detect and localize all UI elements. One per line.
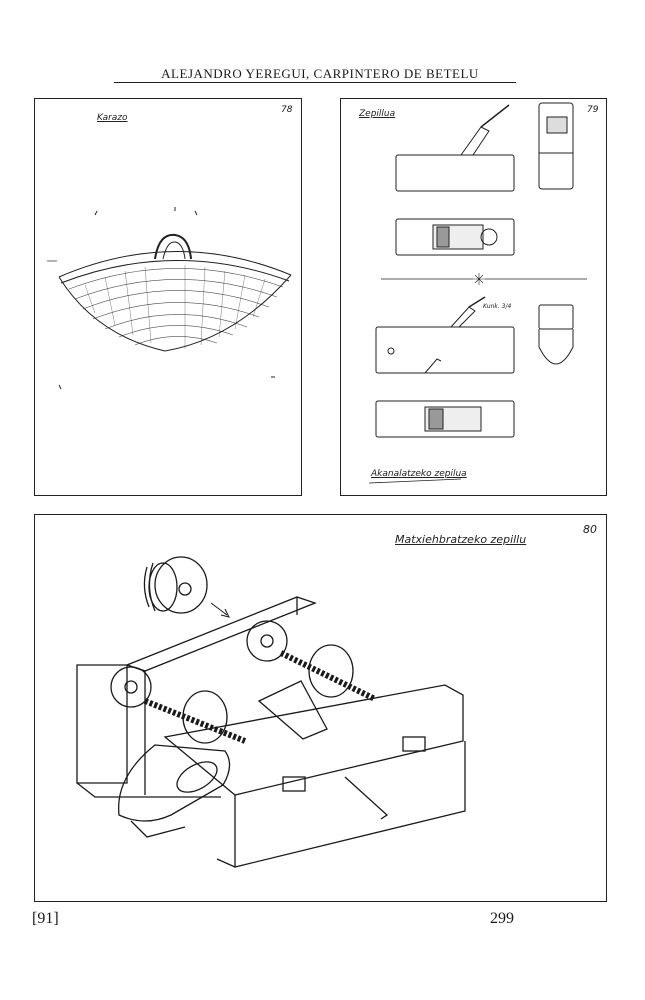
basket-drawing bbox=[47, 207, 292, 390]
page-number: 299 bbox=[490, 910, 514, 927]
figure-80-matching-plane: Matxiehbratzeko zepillu 80 bbox=[34, 514, 607, 902]
figure-80-number: 80 bbox=[583, 523, 597, 536]
figure-78-caption: Karazo bbox=[97, 113, 128, 123]
footer-left-marker: [91] bbox=[32, 910, 59, 927]
matching-plane-drawing bbox=[76, 556, 466, 868]
planes-drawing bbox=[368, 102, 587, 484]
running-title: ALEJANDRO YEREGUI, CARPINTERO DE BETELU bbox=[161, 66, 479, 81]
figure-79-annotation: Kunk. 3/4 bbox=[483, 303, 512, 310]
figure-79-number: 79 bbox=[587, 105, 599, 115]
figure-79-caption: Zepillua bbox=[359, 109, 396, 119]
figure-79-planes: Zepillua 79 Kunk. 3/4 Akanalatzeko zepil… bbox=[340, 98, 607, 496]
figure-78-basket: Karazo 78 bbox=[34, 98, 302, 496]
figure-80-caption: Matxiehbratzeko zepillu bbox=[395, 533, 527, 546]
header-rule bbox=[114, 82, 516, 83]
figure-78-number: 78 bbox=[281, 105, 293, 115]
figure-79-bottom-caption: Akanalatzeko zepilua bbox=[371, 469, 467, 479]
